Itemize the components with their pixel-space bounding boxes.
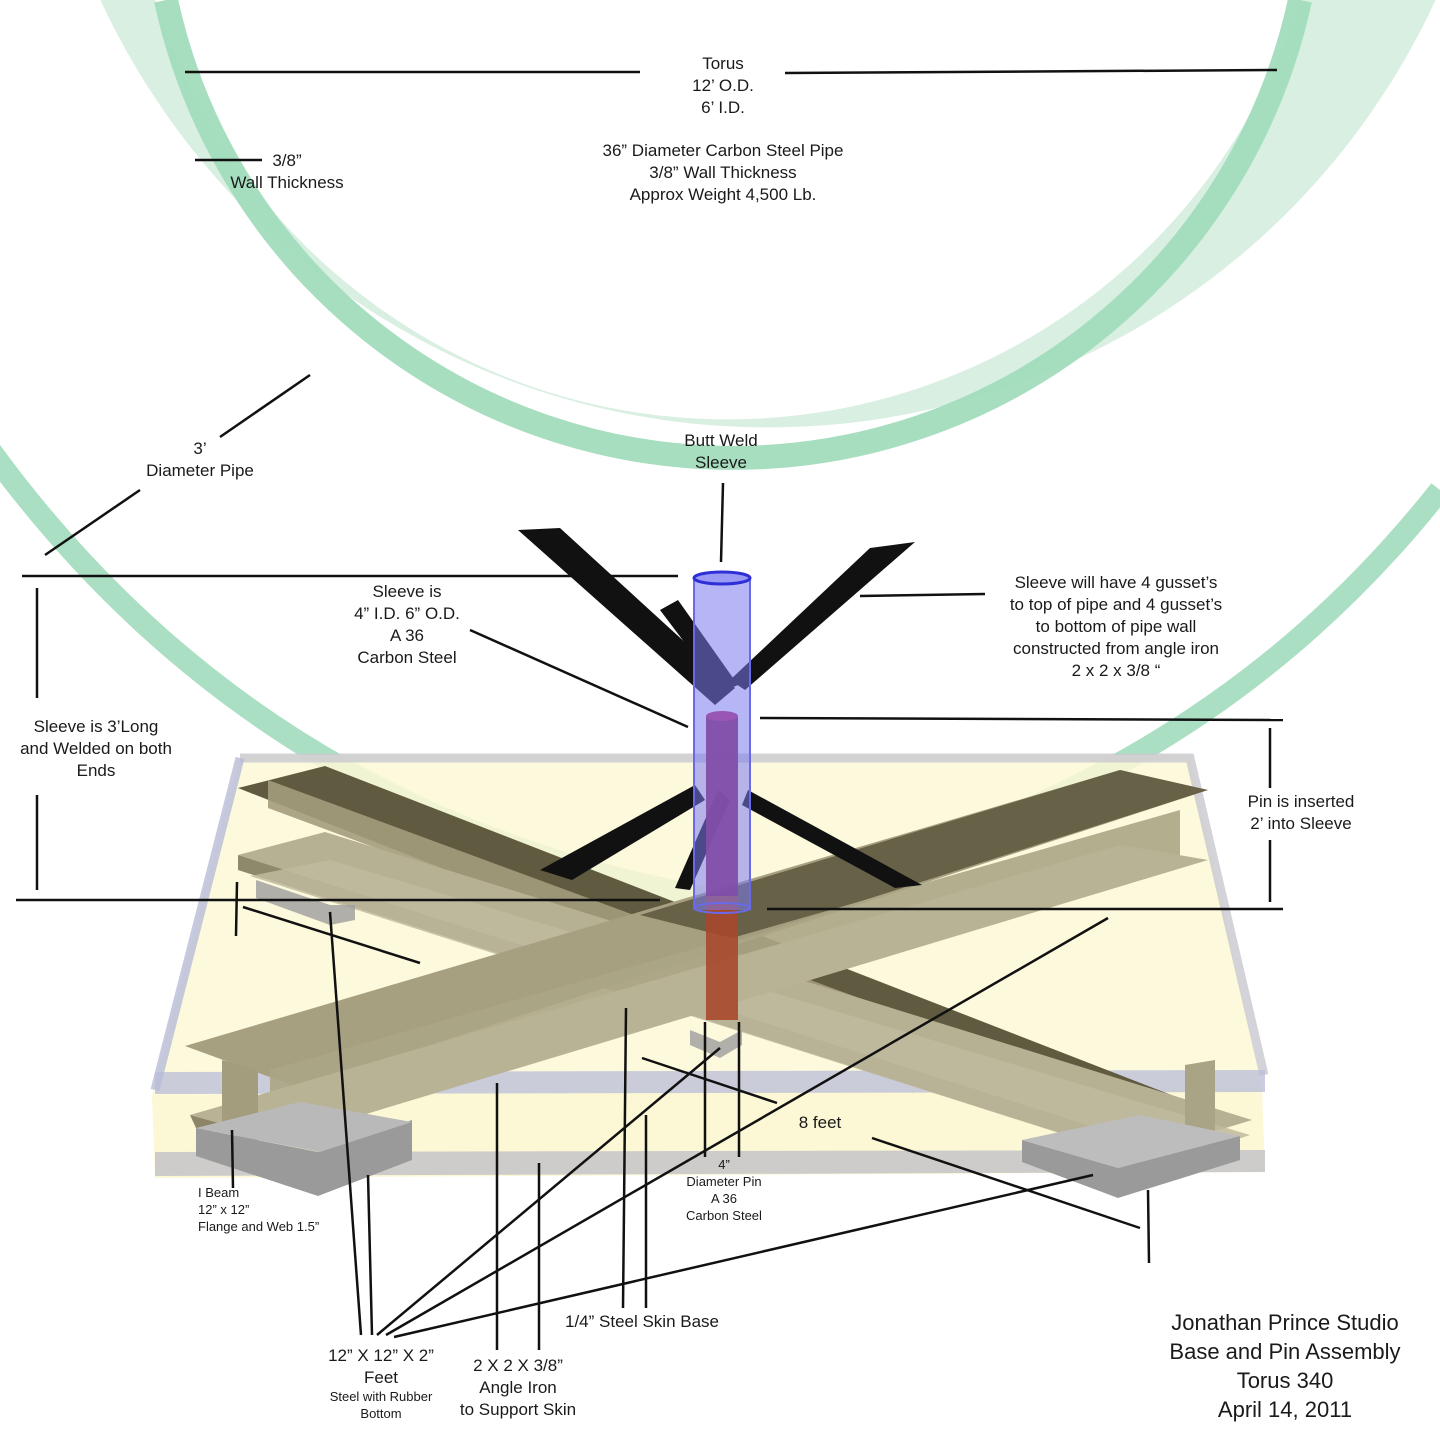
sleeve-bottom-rim <box>693 902 751 914</box>
eight-feet-tick <box>1146 1189 1151 1264</box>
i-beam-leader <box>230 1129 235 1189</box>
foot-left-top <box>196 1102 412 1152</box>
skin-base-label: 1/4” Steel Skin Base <box>564 1312 720 1331</box>
leader-lines <box>16 68 1284 1350</box>
foot-right-top <box>1022 1115 1240 1168</box>
eight-feet-label: 8 feet <box>798 1113 842 1132</box>
i-beam-corner-tick <box>234 881 239 937</box>
gusset-bottom-left <box>540 785 705 880</box>
torus-label: Torus 12’ O.D. 6’ I.D. 36” Diameter Carb… <box>602 54 844 205</box>
angle-iron-label: 2 X 2 X 3/8” Angle Iron to Support Skin <box>459 1356 577 1420</box>
foot-center <box>690 1030 742 1058</box>
pin-lower <box>706 896 738 1020</box>
project-name: Torus 340 <box>1236 1368 1334 1394</box>
sleeve-spec-label: Sleeve is 4” I.D. 6” O.D. A 36 Carbon St… <box>354 582 460 668</box>
i-beam-front-flange-bottom <box>190 845 1208 1140</box>
studio-name: Jonathan Prince Studio <box>1171 1310 1399 1335</box>
gusset-top-left <box>518 528 735 705</box>
pin-top-dim <box>759 716 1284 722</box>
sleeve-length-label: Sleeve is 3’Long and Welded on both Ends <box>20 717 172 781</box>
feet-leader-4 <box>385 916 1109 1337</box>
skin-base-bottom-band <box>155 1150 1265 1176</box>
butt-weld-leader <box>719 482 725 563</box>
drawing-title: Base and Pin Assembly <box>1169 1339 1401 1365</box>
wall-thickness-label: 3/8” Wall Thickness <box>230 151 344 193</box>
gusset-label: Sleeve will have 4 gusset’s to top of pi… <box>1009 573 1223 681</box>
torus-inner-band <box>154 0 1312 470</box>
title-block: Jonathan Prince Studio Base and Pin Asse… <box>1140 1308 1430 1424</box>
pin-spec-label: 4” Diameter Pin A 36 Carbon Steel <box>686 1157 762 1223</box>
sleeve-body <box>694 577 750 910</box>
gusset-top-right <box>730 542 915 690</box>
i-beam-back-vertical-web <box>1185 1060 1215 1140</box>
i-beam-front-flange-top-shade <box>640 770 1208 940</box>
i-beam-back-lower-flange <box>250 860 1250 1165</box>
torus-dim-right <box>784 68 1278 75</box>
pipe-diameter-label: 3’ Diameter Pipe <box>146 439 254 481</box>
gusset-bottom-right <box>742 790 922 888</box>
feet-leader-5 <box>393 1173 1094 1339</box>
butt-weld-label: Butt Weld Sleeve <box>684 431 758 473</box>
i-beam-label: I Beam 12” x 12” Flange and Web 1.5” <box>198 1185 320 1234</box>
foot-right <box>1022 1136 1240 1198</box>
gusset-leader <box>859 592 986 598</box>
pipe-leader-bottom <box>44 488 141 557</box>
drawing-date: April 14, 2011 <box>1217 1397 1353 1423</box>
eight-feet-leader-left <box>641 1056 778 1105</box>
skin-base-edge <box>240 753 1269 1077</box>
sleeve-spec-leader <box>469 628 689 729</box>
pin-insert-label: Pin is inserted 2’ into Sleeve <box>1247 792 1355 834</box>
eight-feet-leader-right <box>871 1136 1141 1230</box>
skin-base-edge-left <box>150 756 245 1092</box>
feet-leader-2 <box>366 1174 374 1336</box>
feet-leader-3 <box>376 1047 721 1336</box>
pipe-leader-top <box>219 373 311 439</box>
feet-label: 12” X 12” X 2” Feet Steel with Rubber Bo… <box>328 1346 434 1422</box>
feet-leader-1 <box>328 911 363 1336</box>
sleeve-top-rim <box>692 570 752 586</box>
skin-leader-1 <box>621 1007 628 1309</box>
